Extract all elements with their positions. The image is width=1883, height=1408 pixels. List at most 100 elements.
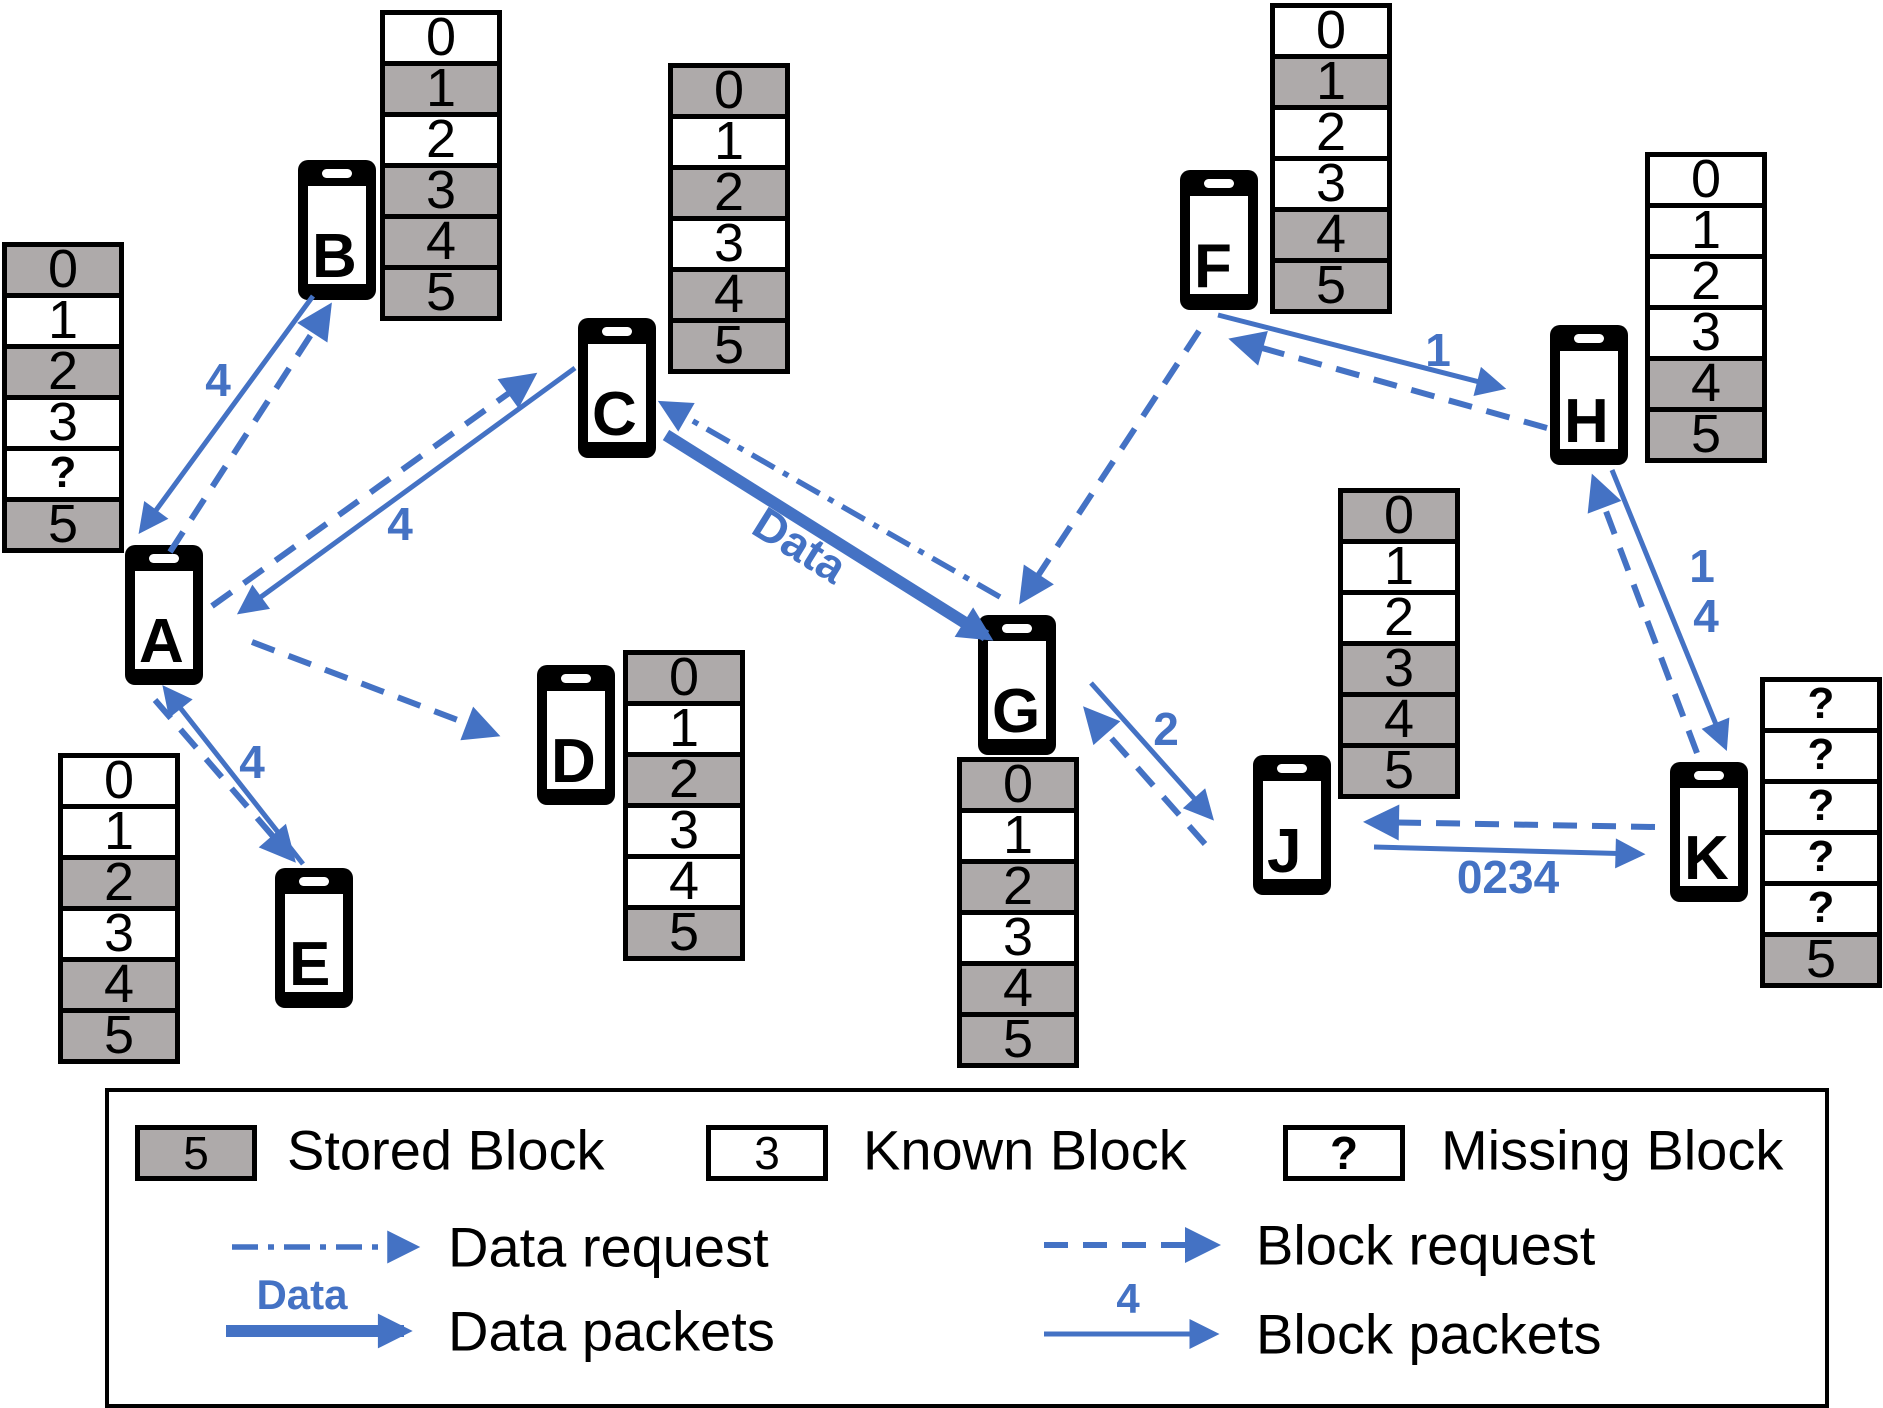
block-cell-B-0: 0 [385, 10, 497, 64]
block-cell-H-1: 1 [1650, 203, 1762, 257]
phone-label: F [1194, 232, 1232, 301]
block-cell-K-0: ? [1765, 682, 1877, 728]
block-cell-C-0: 0 [673, 63, 785, 117]
block-cell-C-4: 4 [673, 267, 785, 321]
phone-screen: A [135, 571, 193, 673]
block-cell-D-4: 4 [628, 854, 740, 908]
phone-label: A [139, 607, 184, 676]
block-cell-C-1: 1 [673, 114, 785, 168]
block-cell-G-1: 1 [962, 808, 1074, 862]
phone-screen: D [547, 691, 605, 793]
speaker-slit [149, 554, 179, 563]
block-cell-H-0: 0 [1650, 152, 1762, 206]
block-cell-J-2: 2 [1343, 590, 1455, 644]
speaker-slit [299, 877, 329, 886]
phone-H: H [1550, 325, 1628, 465]
phone-screen: F [1190, 196, 1248, 298]
arrow-label: 2 [1153, 703, 1179, 755]
block-cell-J-3: 3 [1343, 641, 1455, 695]
arrow-label: 4 [205, 354, 231, 406]
block-cell-E-5: 5 [63, 1008, 175, 1062]
speaker-slit [1204, 179, 1234, 188]
arrow-C-to-G-data_packets [662, 429, 994, 642]
block-cell-C-2: 2 [673, 165, 785, 219]
block-cell-F-5: 5 [1275, 258, 1387, 312]
speaker-slit [561, 674, 591, 683]
legend-label: Block packets [1256, 1302, 1602, 1366]
arrow-label: 0234 [1456, 851, 1560, 903]
legend-label: Known Block [863, 1118, 1187, 1182]
legend-label: Block request [1256, 1213, 1596, 1277]
arrow-label: 1 [1425, 324, 1451, 376]
legend-label: Missing Block [1441, 1118, 1784, 1182]
phone-screen: G [988, 641, 1046, 743]
phone-E: E [275, 868, 353, 1008]
arrow-A-to-E-block_request [152, 698, 296, 863]
block-cell-B-2: 2 [385, 112, 497, 166]
phone-screen: J [1263, 781, 1321, 883]
arrow-label: 1 [1689, 540, 1715, 592]
phone-J: J [1253, 755, 1331, 895]
legend-arrow-tag: 4 [1116, 1275, 1140, 1322]
block-cell-H-2: 2 [1650, 254, 1762, 308]
arrow-K-to-J-block_request [1363, 804, 1656, 841]
phone-label: G [992, 677, 1041, 746]
phone-label: B [312, 222, 357, 291]
phone-D: D [537, 665, 615, 805]
phone-B: B [298, 160, 376, 300]
phone-C: C [578, 318, 656, 458]
block-cell-D-1: 1 [628, 701, 740, 755]
block-cell-B-1: 1 [385, 61, 497, 115]
block-cell-E-1: 1 [63, 804, 175, 858]
arrow-H-to-K-block_packets [1609, 469, 1730, 751]
legend-missing-block-swatch: ? [1283, 1125, 1405, 1181]
block-cell-A-2: 2 [7, 344, 119, 398]
phone-label: J [1267, 817, 1302, 886]
block-cell-D-2: 2 [628, 752, 740, 806]
arrow-label: 4 [239, 736, 265, 788]
arrow-H-to-F-block_request [1228, 330, 1548, 431]
phone-F: F [1180, 170, 1258, 310]
block-cell-F-0: 0 [1275, 3, 1387, 57]
block-cell-H-4: 4 [1650, 356, 1762, 410]
arrow-J-to-K-block_packets [1373, 838, 1646, 869]
block-table-K: ?????5 [1760, 677, 1882, 988]
legend-arrow-tag: Data [256, 1271, 348, 1318]
block-cell-J-4: 4 [1343, 692, 1455, 746]
phone-K: K [1670, 762, 1748, 902]
block-cell-C-3: 3 [673, 216, 785, 270]
legend-label: Data packets [448, 1299, 775, 1363]
arrow-J-to-G-block_request [1083, 706, 1208, 846]
arrow-C-to-A-block_packets [236, 365, 577, 615]
block-cell-G-0: 0 [962, 757, 1074, 811]
phone-label: H [1564, 387, 1609, 456]
arrow-B-to-A-block_packets [138, 294, 316, 535]
block-cell-K-5: 5 [1765, 932, 1877, 986]
arrow-E-to-A-block_packets [162, 685, 305, 866]
phone-screen: B [308, 186, 366, 288]
phone-label: E [289, 930, 331, 999]
block-cell-H-5: 5 [1650, 407, 1762, 461]
speaker-slit [1574, 334, 1604, 343]
block-cell-F-1: 1 [1275, 54, 1387, 108]
legend-label: Stored Block [287, 1118, 605, 1182]
block-cell-A-0: 0 [7, 242, 119, 296]
speaker-slit [602, 327, 632, 336]
arrow-label: 4 [387, 498, 413, 550]
phone-screen: K [1680, 788, 1738, 890]
phone-label: K [1684, 824, 1729, 893]
block-cell-H-3: 3 [1650, 305, 1762, 359]
speaker-slit [1277, 764, 1307, 773]
phone-screen: C [588, 344, 646, 446]
arrow-K-to-H-block_request [1587, 473, 1700, 755]
block-cell-G-4: 4 [962, 961, 1074, 1015]
block-cell-E-3: 3 [63, 906, 175, 960]
